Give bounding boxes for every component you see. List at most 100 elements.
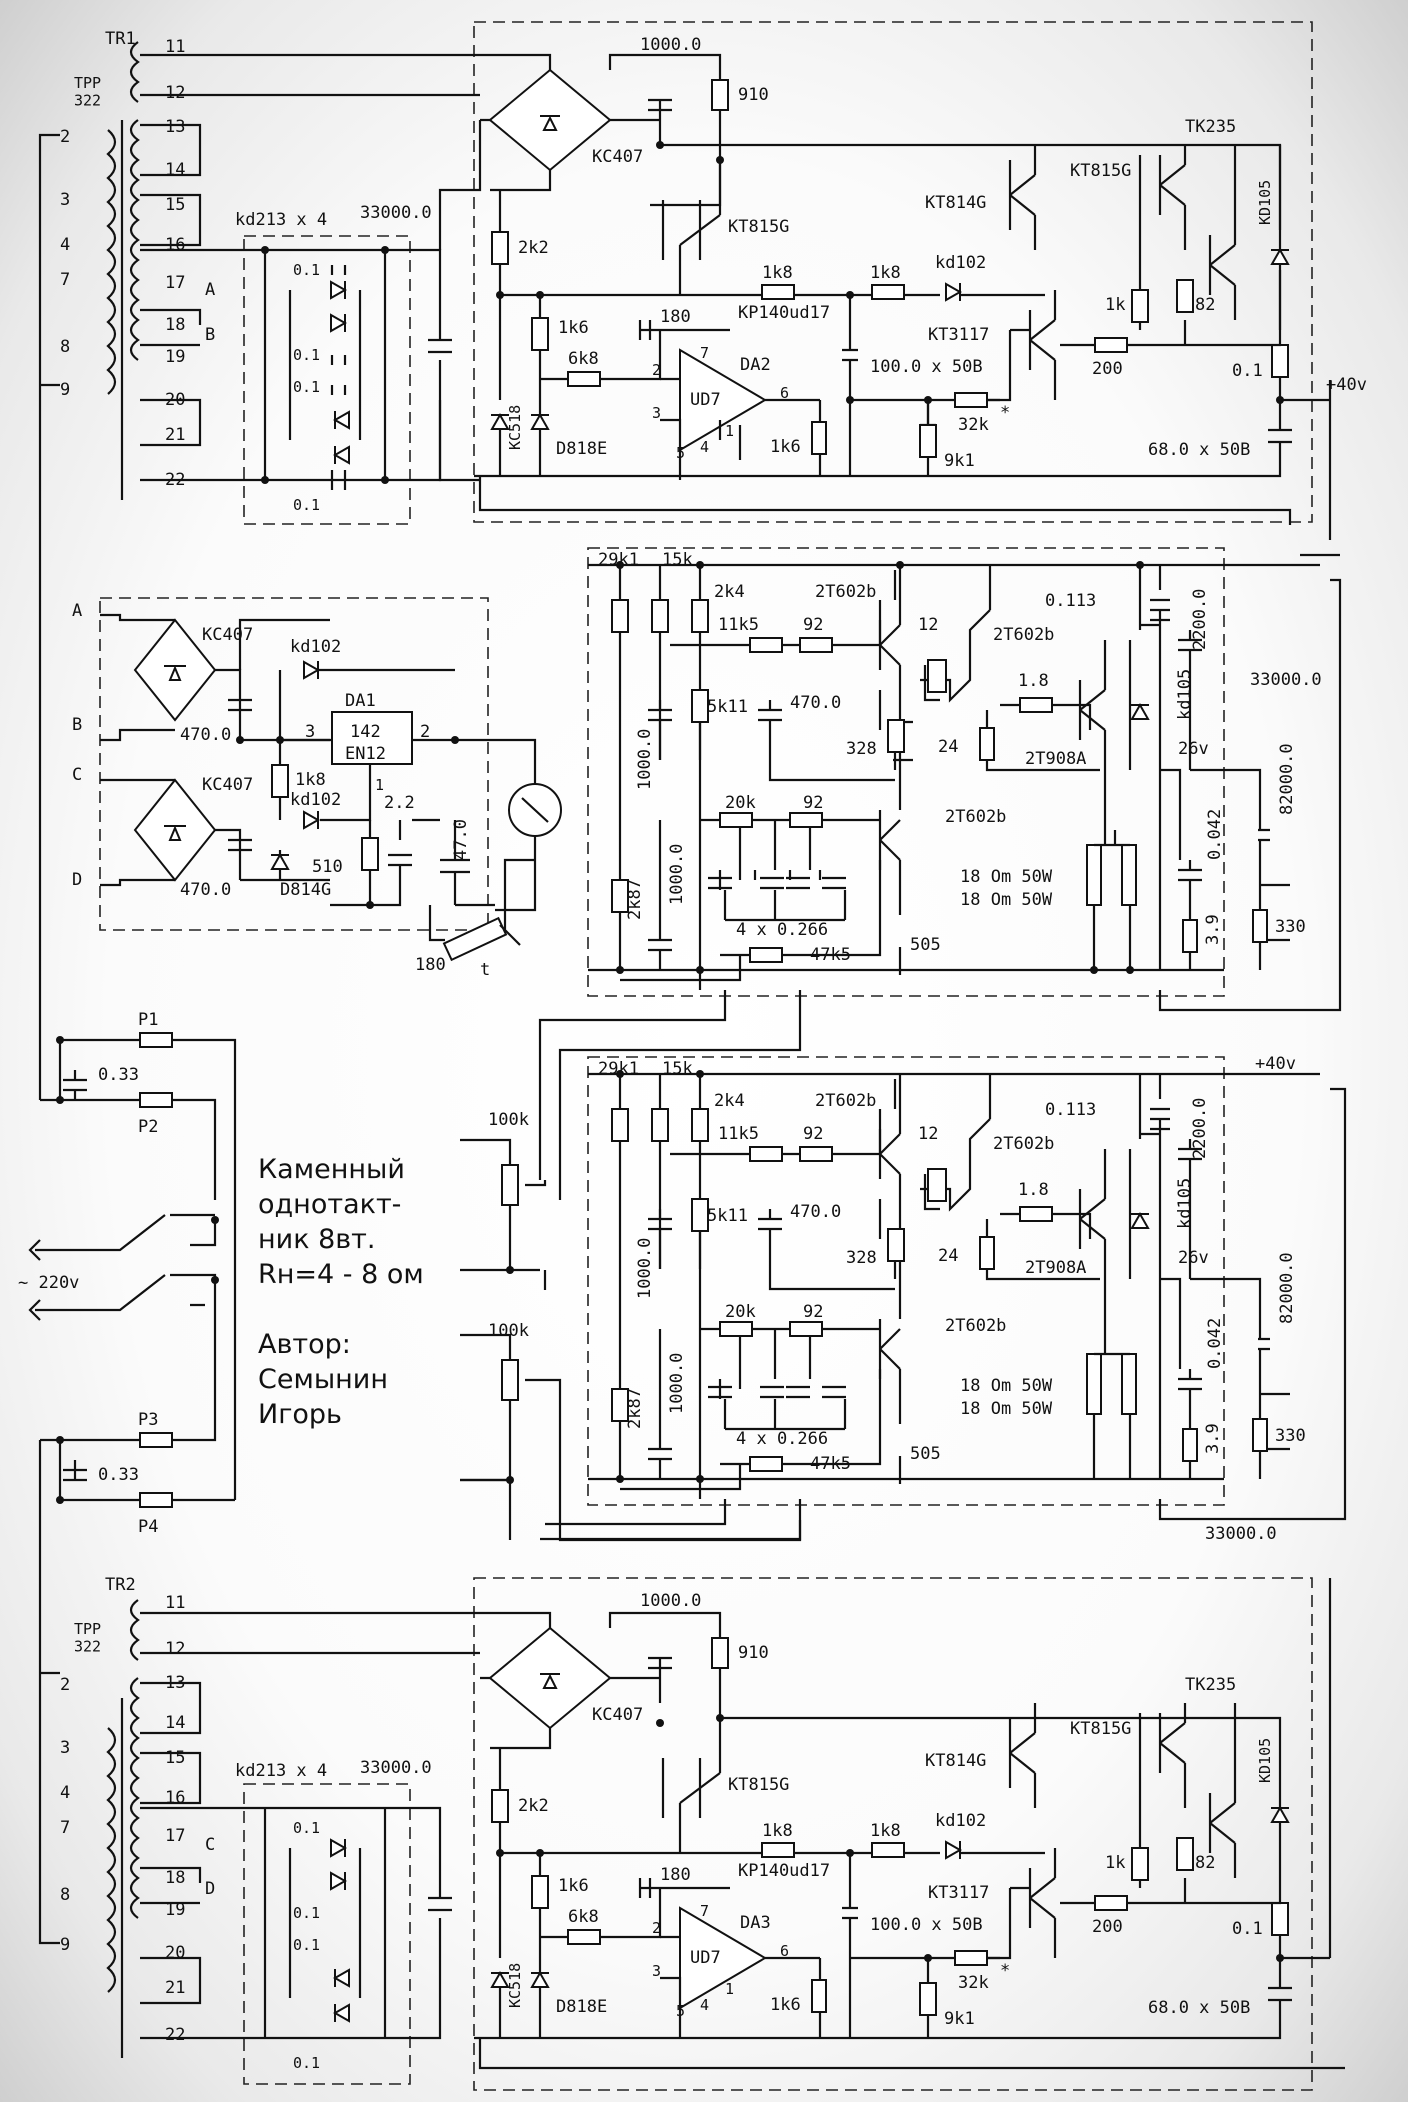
r01-label: 0.1 bbox=[1232, 361, 1263, 381]
transistor-label: KT814G bbox=[925, 193, 986, 213]
c0042-label: 0.042 bbox=[1205, 1318, 1225, 1369]
pin-label: 19 bbox=[165, 1900, 185, 1920]
pin-label: 5 bbox=[676, 2002, 685, 2020]
pin-label: 8 bbox=[60, 1885, 70, 1905]
r5k11-label: 5k11 bbox=[707, 1206, 748, 1226]
fuse-label: P4 bbox=[138, 1517, 158, 1537]
r6k8-label: 6k8 bbox=[568, 1907, 599, 1927]
pin-label: 13 bbox=[165, 117, 185, 137]
pin-label: 2 bbox=[652, 1919, 661, 1937]
pin-label: 3 bbox=[305, 722, 315, 742]
r330-label: 330 bbox=[1275, 917, 1306, 937]
bridge-label: kd213 x 4 bbox=[235, 1761, 327, 1781]
diode-label: kd105 bbox=[1175, 669, 1195, 720]
r2k4-label: 2k4 bbox=[714, 1091, 745, 1111]
pin-label: 5 bbox=[676, 444, 685, 462]
c0042-label: 0.042 bbox=[1205, 809, 1225, 860]
r1k6a-label: 1k6 bbox=[558, 1876, 589, 1896]
r92-label: 92 bbox=[803, 615, 823, 635]
c33000-label: 33000.0 bbox=[1250, 670, 1322, 690]
r47k5-label: 47k5 bbox=[810, 1454, 851, 1474]
diode-label: kd102 bbox=[935, 253, 986, 273]
voltage-label: +40v bbox=[1326, 375, 1367, 395]
pin-label: 15 bbox=[165, 195, 185, 215]
diode-label: KD105 bbox=[1256, 180, 1274, 225]
zener-label: D814G bbox=[280, 880, 331, 900]
pin-label: 3 bbox=[652, 1962, 661, 1980]
c82000-label: 82000.0 bbox=[1277, 743, 1297, 815]
pin-label: 15 bbox=[165, 1748, 185, 1768]
transistor-label: KT815G bbox=[1070, 1719, 1131, 1739]
cap-label: 470.0 bbox=[180, 725, 231, 745]
terminal-label: A bbox=[72, 601, 82, 621]
r20k-label: 20k bbox=[725, 793, 756, 813]
fuse-label: P3 bbox=[138, 1410, 158, 1430]
r1k8b-label: 1k8 bbox=[870, 263, 901, 283]
filter-cap-label: 1000.0 bbox=[640, 1591, 701, 1611]
r32k-label: 32k bbox=[958, 415, 989, 435]
r24-label: 24 bbox=[938, 1246, 958, 1266]
star-mark: * bbox=[1000, 403, 1010, 423]
pin-label: 1 bbox=[725, 422, 734, 440]
voltage-label: +40v bbox=[1255, 1054, 1296, 1074]
c68-label: 68.0 x 50B bbox=[1148, 440, 1250, 460]
ic-name: DA1 bbox=[345, 691, 376, 711]
r1k6b-label: 1k6 bbox=[770, 437, 801, 457]
opamp-part-label: KP140ud17 bbox=[738, 303, 830, 323]
terminal-label: C bbox=[72, 765, 82, 785]
opamp-part-label: KP140ud17 bbox=[738, 1861, 830, 1881]
zener2-label: D818E bbox=[556, 1997, 607, 2017]
fan-supply bbox=[99, 597, 562, 962]
cap-label: 0.1 bbox=[293, 496, 320, 514]
r92b-label: 92 bbox=[803, 1302, 823, 1322]
r92b-label: 92 bbox=[803, 793, 823, 813]
pin-label: 13 bbox=[165, 1673, 185, 1693]
c68-label: 68.0 x 50B bbox=[1148, 1998, 1250, 2018]
labels-fan: A B C D KC407 KC407 kd102 kd102 470.0 47… bbox=[72, 601, 490, 980]
r505-label: 505 bbox=[910, 1444, 941, 1464]
cap-label: 0.1 bbox=[293, 1819, 320, 1837]
caption-line: Каменный bbox=[258, 1154, 405, 1185]
tap-label: B bbox=[205, 325, 215, 345]
r82-label: 82 bbox=[1195, 1853, 1215, 1873]
transistor-label: KT3117 bbox=[928, 325, 989, 345]
fuse-label: P2 bbox=[138, 1117, 158, 1137]
caption-line: Автор: bbox=[258, 1329, 351, 1360]
r32k-label: 32k bbox=[958, 1973, 989, 1993]
transistor-label: 2T908A bbox=[1025, 1258, 1086, 1278]
transistor-label: KT3117 bbox=[928, 1883, 989, 1903]
ic-line1: 142 bbox=[350, 722, 381, 742]
reservoir-label: 33000.0 bbox=[360, 1758, 432, 1778]
input-volume bbox=[460, 1138, 802, 1542]
r29k1-label: 29k1 bbox=[598, 1059, 639, 1079]
r0113-label: 0.113 bbox=[1045, 1100, 1096, 1120]
r505-label: 505 bbox=[910, 935, 941, 955]
pin-label: 11 bbox=[165, 37, 185, 57]
zener2-label: D818E bbox=[556, 439, 607, 459]
c1000b-label: 1000.0 bbox=[667, 844, 687, 905]
cap-label: 0.1 bbox=[293, 1936, 320, 1954]
transistor-label: TK235 bbox=[1185, 1675, 1236, 1695]
transistor-label: KT814G bbox=[925, 1751, 986, 1771]
transistor-label: 2T602b bbox=[815, 582, 876, 602]
r9k1-label: 9k1 bbox=[944, 2009, 975, 2029]
star-mark: * bbox=[1000, 1961, 1010, 1981]
load-label: 18 Om 50W bbox=[960, 867, 1053, 887]
pin-label: 6 bbox=[780, 384, 789, 402]
pin-label: 2 bbox=[420, 722, 430, 742]
c100-label: 100.0 x 50B bbox=[870, 1915, 983, 1935]
r1k8b-label: 1k8 bbox=[870, 1821, 901, 1841]
c33000-label: 33000.0 bbox=[1205, 1524, 1277, 1544]
r29k1-label: 29k1 bbox=[598, 550, 639, 570]
c470-label: 470.0 bbox=[790, 1202, 841, 1222]
caption-line: Rн=4 - 8 ом bbox=[258, 1259, 424, 1290]
c2200-label: 2200.0 bbox=[1190, 589, 1210, 650]
pin-label: 2 bbox=[60, 127, 70, 147]
reservoir-label: 33000.0 bbox=[360, 203, 432, 223]
pin-label: 12 bbox=[165, 1639, 185, 1659]
pin-label: 7 bbox=[60, 270, 70, 290]
pin-label: 17 bbox=[165, 1826, 185, 1846]
r910-label: 910 bbox=[738, 1643, 769, 1663]
